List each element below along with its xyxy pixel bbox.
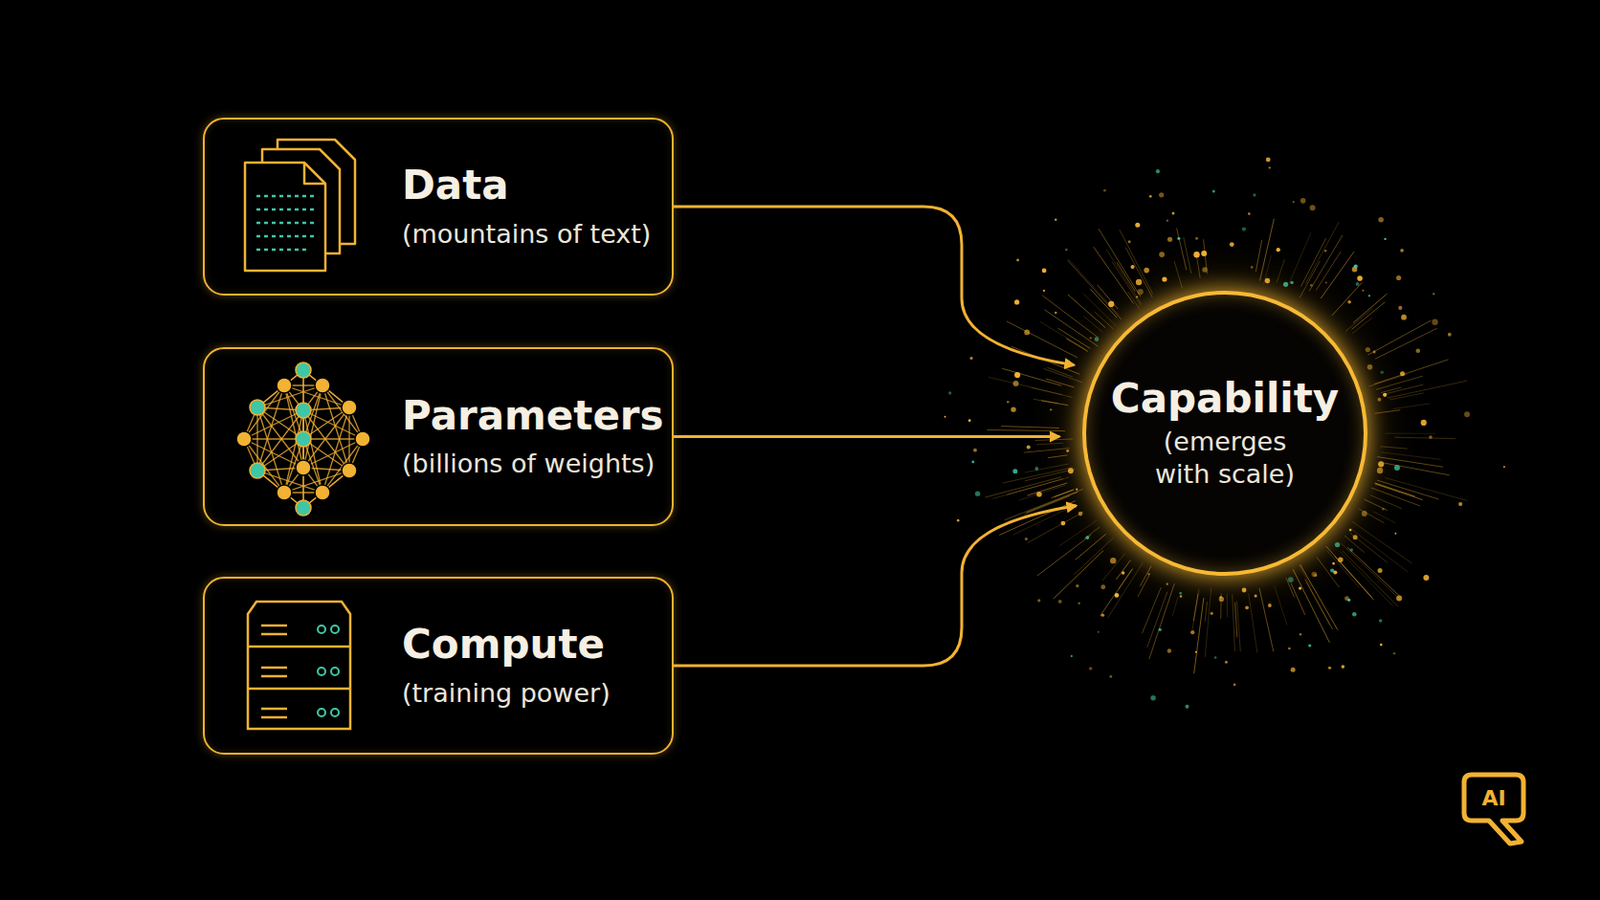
- logo-text: AI: [1481, 786, 1506, 811]
- server-icon: [247, 601, 351, 730]
- node-subtitle: (emerges with scale): [1143, 425, 1307, 491]
- input-box: Data (mountains of text): [202, 117, 674, 296]
- capability-circle: Capability(emerges with scale): [1082, 290, 1368, 577]
- input-box: Parameters (billions of weights): [202, 347, 674, 527]
- node-subtitle: (billions of weights): [401, 446, 657, 481]
- node-title: Capability: [1111, 376, 1339, 423]
- document-icon: [244, 139, 356, 271]
- network-icon: [236, 362, 371, 516]
- input-box: Compute (training power): [202, 577, 674, 756]
- node-title: Parameters: [401, 393, 657, 440]
- sparkle-burst: [944, 157, 1506, 710]
- node-subtitle: (training power): [401, 676, 657, 711]
- flow-arrow: [673, 435, 1060, 439]
- flow-arrow: [673, 506, 1077, 667]
- node-subtitle: (mountains of text): [401, 217, 657, 251]
- logo-bubble: [1464, 775, 1524, 845]
- flow-arrow: [673, 206, 1074, 366]
- node-title: Data: [401, 162, 657, 209]
- node-title: Compute: [401, 622, 657, 668]
